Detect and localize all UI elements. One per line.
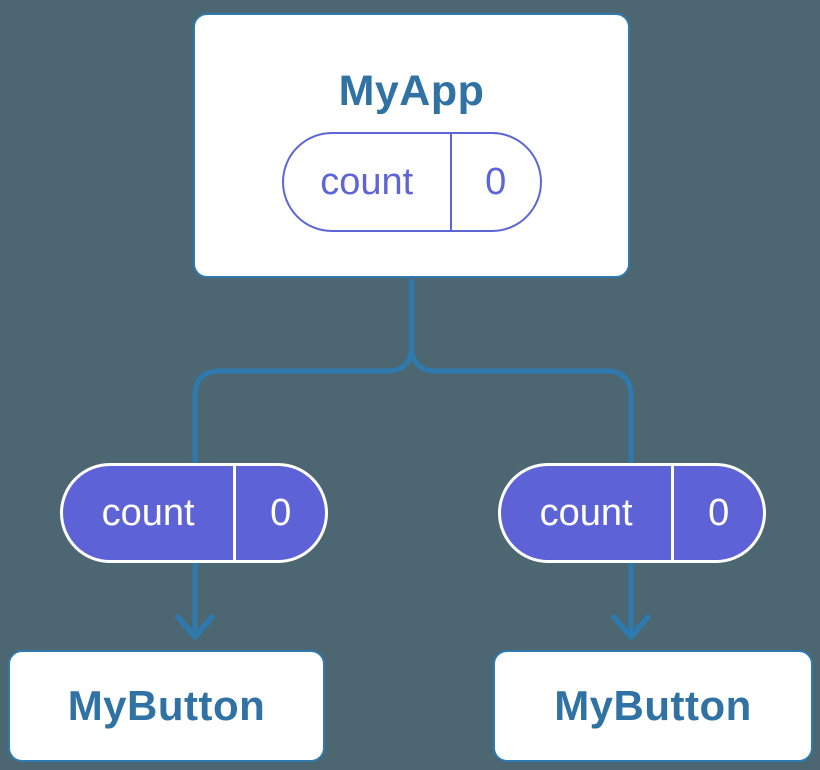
root-node-myapp: MyApp count 0 <box>193 13 630 278</box>
state-pill-value: 0 <box>485 161 507 203</box>
arrow-head-right-icon <box>611 614 651 640</box>
prop-pill-right-value: 0 <box>708 492 730 534</box>
child-node-mybutton-left: MyButton <box>8 650 325 762</box>
child-node-right-title: MyButton <box>554 682 752 729</box>
branch-path-right <box>409 279 634 463</box>
root-node-title: MyApp <box>338 67 485 115</box>
prop-pill-left: count 0 <box>60 463 328 563</box>
prop-pill-left-value: 0 <box>270 492 292 534</box>
branch-path-left <box>192 279 414 463</box>
child-node-mybutton-right: MyButton <box>493 650 813 762</box>
state-pill-label: count <box>284 134 452 230</box>
state-pill: count 0 <box>281 132 542 232</box>
arrow-head-left-icon <box>175 614 215 640</box>
child-node-left-title: MyButton <box>67 682 266 729</box>
prop-pill-right: count 0 <box>498 463 766 563</box>
prop-pill-left-label: count <box>63 466 237 560</box>
prop-pill-right-label: count <box>501 466 675 560</box>
